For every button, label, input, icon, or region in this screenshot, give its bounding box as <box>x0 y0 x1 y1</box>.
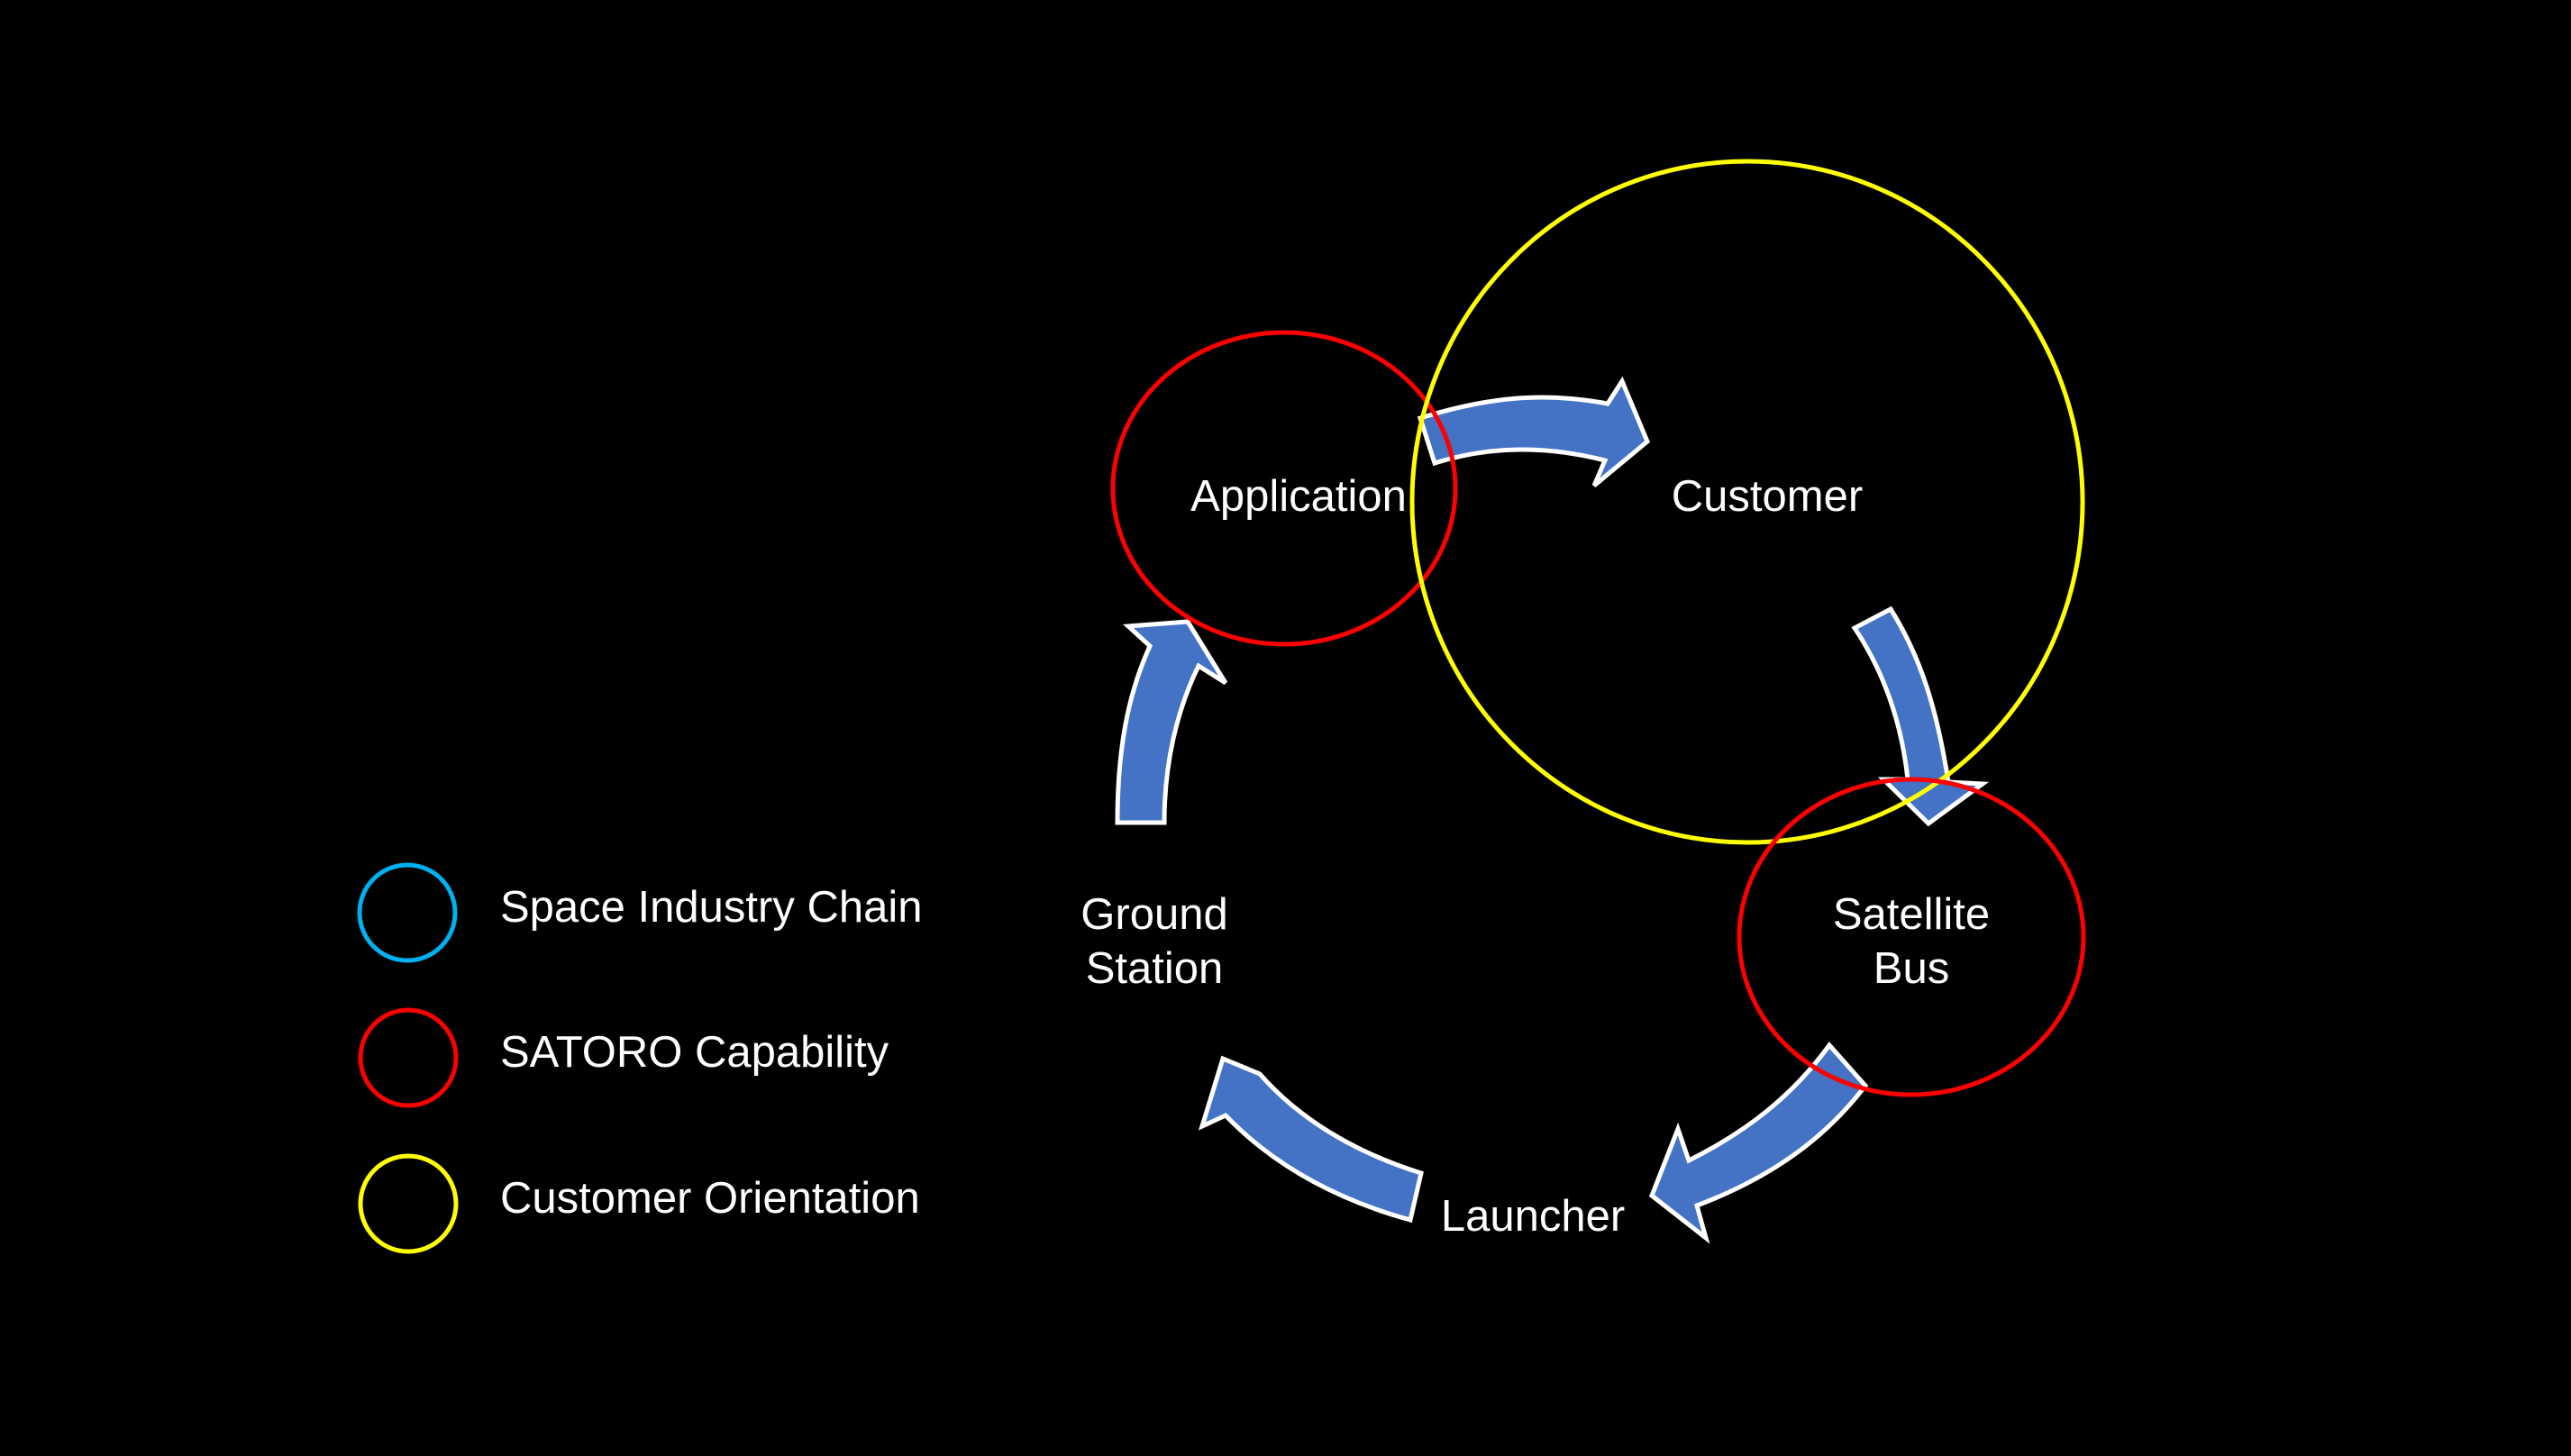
application-capability-ring <box>1110 330 1458 647</box>
rings <box>1110 159 2086 1097</box>
node-customer: Customer <box>1672 472 1863 521</box>
satellite-bus-capability-ring <box>1737 777 2086 1097</box>
node-satellite-bus-line1: Satellite <box>1833 890 1990 939</box>
legend-space-industry-chain-swatch <box>357 862 458 963</box>
legend-satoro-capability-swatch <box>358 1007 459 1108</box>
arrow-ground-station-to-application <box>1115 619 1228 825</box>
legend-satoro-capability-label: SATORO Capability <box>500 1028 889 1077</box>
node-ground-station-line1: Ground <box>1080 890 1227 939</box>
node-launcher: Launcher <box>1441 1192 1625 1241</box>
customer-orientation-ring <box>1409 159 2085 845</box>
cycle-arrows <box>1115 376 1990 1244</box>
arrow-application-to-customer <box>1417 376 1651 487</box>
node-labels: Application Customer Satellite Bus Launc… <box>1080 472 1990 1241</box>
arrow-launcher-to-ground-station <box>1198 1055 1424 1224</box>
arrow-customer-to-satellite-bus <box>1851 605 1990 827</box>
legend-customer-orientation-swatch <box>358 1153 459 1254</box>
node-application: Application <box>1190 472 1407 521</box>
arrow-satellite-bus-to-launcher <box>1648 1042 1869 1244</box>
node-satellite-bus-line2: Bus <box>1874 944 1949 993</box>
legend-space-industry-chain-label: Space Industry Chain <box>500 883 923 932</box>
legend: Space Industry Chain SATORO Capability C… <box>357 862 923 1254</box>
node-ground-station-line2: Station <box>1086 944 1224 993</box>
legend-customer-orientation-label: Customer Orientation <box>500 1174 920 1223</box>
